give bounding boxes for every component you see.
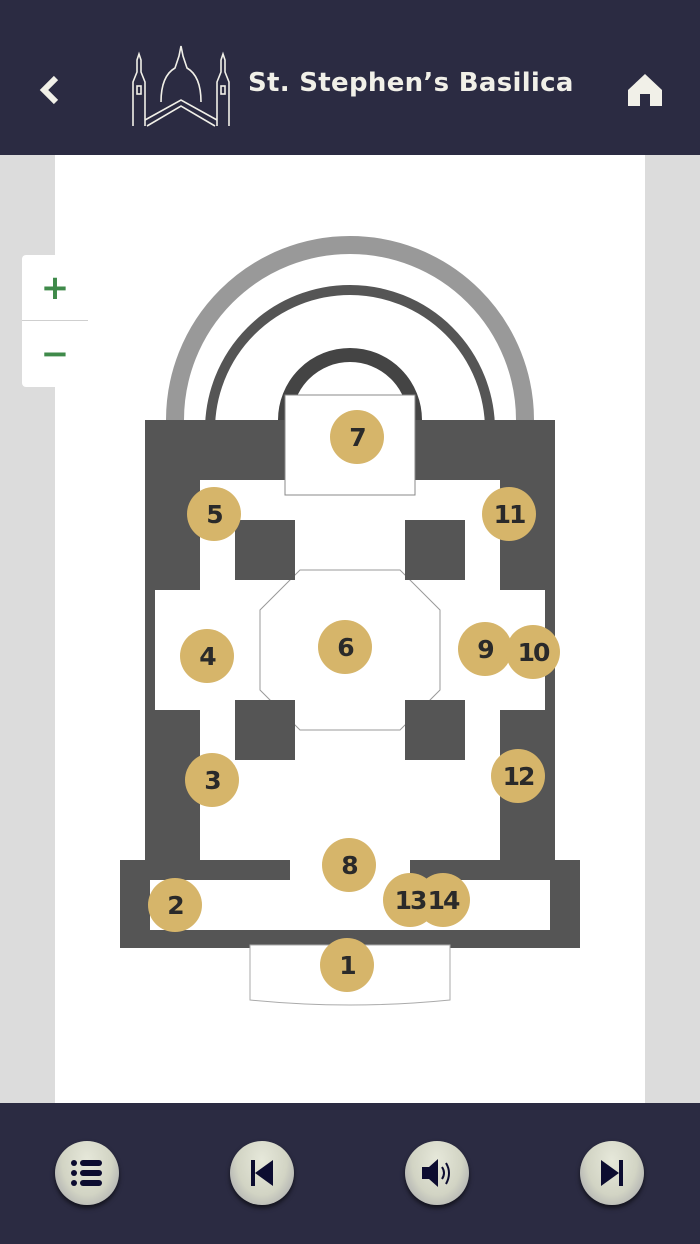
map-marker-label: 5 [206,499,223,529]
basilica-logo [132,45,230,127]
map-marker-label: 9 [477,634,494,664]
map-marker[interactable]: 10 [506,625,560,679]
floor-plan-map[interactable]: + − 1 2 3 4 5 6 7 8 9 10 11 12 13 14 [0,155,700,1103]
previous-button[interactable] [230,1141,294,1205]
home-button[interactable] [626,72,664,108]
player-toolbar [0,1103,700,1244]
zoom-out-button[interactable]: − [40,334,70,374]
map-marker[interactable]: 3 [185,753,239,807]
map-marker[interactable]: 2 [148,878,202,932]
zoom-in-button[interactable]: + [22,255,88,321]
map-marker-label: 11 [493,499,527,529]
map-marker[interactable]: 6 [318,620,372,674]
skip-next-icon [601,1160,623,1186]
map-marker[interactable]: 4 [180,629,234,683]
map-marker[interactable]: 1 [320,938,374,992]
map-marker-label: 6 [337,632,354,662]
page-title: St. Stephen’s Basilica [248,68,574,98]
skip-previous-icon [251,1160,273,1186]
map-marker[interactable]: 8 [322,838,376,892]
list-button[interactable] [55,1141,119,1205]
map-marker-label: 8 [341,850,358,880]
map-marker-label: 13 [394,885,428,915]
map-marker[interactable]: 11 [482,487,536,541]
header-bar: St. Stephen’s Basilica [0,0,700,155]
map-marker-label: 3 [204,765,221,795]
zoom-control: + − [22,255,88,387]
back-button[interactable] [32,70,68,110]
map-marker[interactable]: 12 [491,749,545,803]
map-marker-label: 14 [427,885,461,915]
map-marker-label: 2 [167,890,184,920]
map-marker-label: 1 [339,950,356,980]
map-marker[interactable]: 9 [458,622,512,676]
map-marker-label: 4 [199,641,216,671]
map-marker[interactable]: 14 [416,873,470,927]
list-icon [71,1160,102,1186]
map-marker-label: 10 [517,637,551,667]
next-button[interactable] [580,1141,644,1205]
map-marker-label: 12 [502,761,536,791]
speaker-icon [422,1159,450,1187]
audio-button[interactable] [405,1141,469,1205]
map-marker[interactable]: 7 [330,410,384,464]
map-marker[interactable]: 5 [187,487,241,541]
map-marker-label: 7 [349,422,366,452]
